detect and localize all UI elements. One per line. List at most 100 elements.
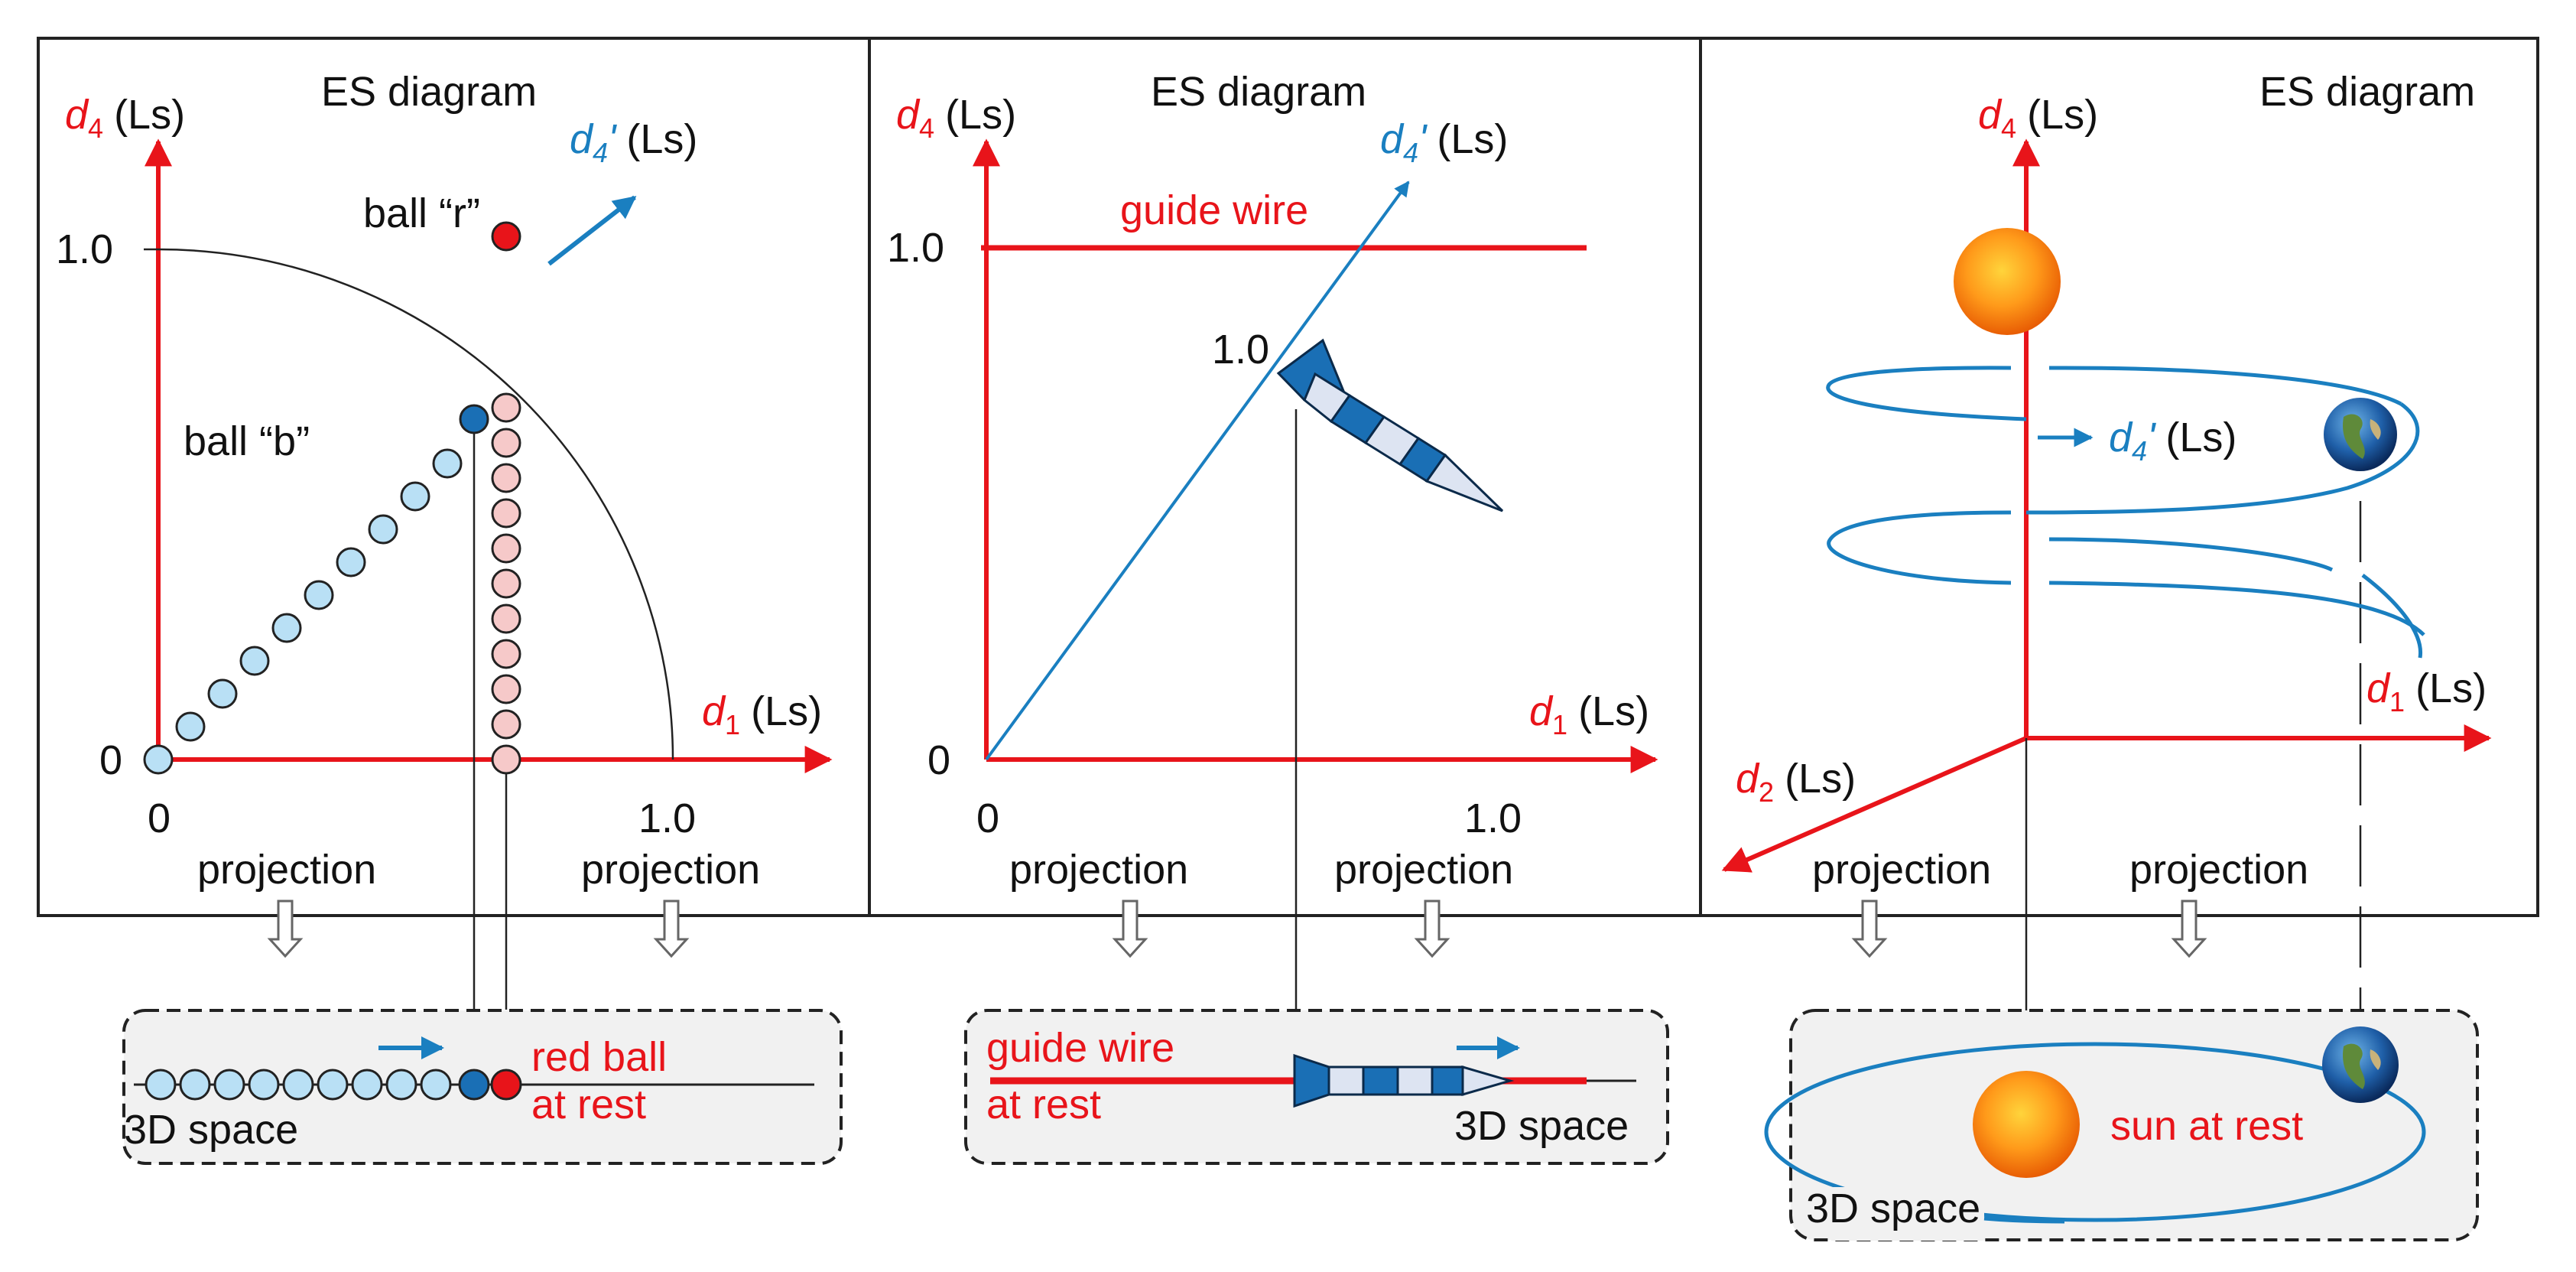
box2-caption-line2: at rest: [986, 1082, 1101, 1127]
ball-r-dot: [491, 533, 521, 564]
projection-down-arrow: [653, 900, 690, 958]
box2-rocket: [1293, 1053, 1515, 1108]
p3-title: ES diagram: [2259, 69, 2475, 115]
p1-projection-right: projection: [581, 847, 760, 893]
ball-b-dot: [239, 646, 270, 676]
ball-b-dot: [400, 481, 430, 512]
box3-3d-space-label: 3D space: [1806, 1186, 1980, 1231]
p3-earth-helix-back-3: [2048, 537, 2334, 572]
p3-earth-helix-front-3: [2048, 581, 2425, 636]
box1-ball-b-trail: [317, 1069, 349, 1101]
p2-rocket-es: [1276, 338, 1504, 512]
ball-b-dot: [304, 580, 334, 610]
ball-r-dot-current: [491, 221, 521, 252]
p3-earth-es: [2324, 398, 2397, 471]
p2-tick-zero-x: 0: [976, 795, 999, 841]
p3-depth-axis: [1721, 736, 2028, 873]
p2-rocket-label: 1.0: [1212, 327, 1269, 372]
p3-depth-axis-label: d2(Ls): [1736, 756, 1856, 808]
p3-projection-right: projection: [2129, 847, 2308, 893]
p2-title: ES diagram: [1151, 69, 1366, 115]
projection-down-arrow: [1112, 900, 1148, 958]
box1-ball-r: [490, 1069, 522, 1101]
space-box-1: 3D space red ball at rest: [122, 1009, 843, 1165]
box3-earth: [2322, 1026, 2399, 1103]
box3-orbit-tail: [1983, 1216, 2065, 1224]
p3-sun-es: [1954, 228, 2061, 335]
ball-r-dot: [491, 463, 521, 493]
ball-b-dot: [143, 744, 174, 775]
p1-tick-one-y: 1.0: [56, 226, 113, 272]
ball-r-dot: [491, 639, 521, 669]
box2-caption-line1: guide wire: [986, 1025, 1174, 1071]
p1-vertical-axis-label: d4(Ls): [65, 92, 185, 144]
p3-earth-helix-front-2: [2025, 402, 2420, 515]
box1-caption-line2: at rest: [531, 1082, 646, 1127]
p3-earth-helix-back-1: [1826, 366, 2027, 421]
box1-ball-b-trail: [385, 1069, 417, 1101]
p1-title: ES diagram: [321, 69, 537, 115]
p3-moving-axis-label: d4'(Ls): [2109, 415, 2237, 467]
p2-tick-zero-y: 0: [927, 737, 950, 783]
panel-3: d4(Ls) ES diagram d4'(Ls) d1(Ls) d2(Ls) …: [1721, 69, 2492, 1025]
p2-projection-right: projection: [1334, 847, 1513, 893]
box1-ball-b-trail: [213, 1069, 245, 1101]
space-box-3: sun at rest 3D space: [1764, 1009, 2479, 1241]
p3-earth-helix-front-1: [2048, 366, 2402, 406]
ball-r-dot: [491, 674, 521, 704]
ball-b-dot: [271, 613, 302, 643]
p2-projection-left: projection: [1009, 847, 1188, 893]
space-box-2: guide wire at rest 3D space: [964, 1009, 1669, 1165]
box1-ball-b: [458, 1069, 490, 1101]
box1-ball-b-trail: [282, 1069, 314, 1101]
box3-orbit: [1764, 1042, 2426, 1222]
ball-b-dot: [175, 711, 206, 742]
box3-orbit-gap: [1831, 1187, 1984, 1241]
box1-ball-b-trail: [145, 1069, 177, 1101]
p1-projection-left: projection: [197, 847, 376, 893]
p2-vertical-axis-label: d4(Ls): [896, 92, 1016, 144]
panel-2-frame: [868, 37, 1702, 917]
p1-tick-one-x: 1.0: [638, 795, 696, 841]
panel-1: d4(Ls) ES diagram d4'(Ls) ball “r” ball …: [56, 69, 833, 1010]
box1-balls: [145, 1069, 522, 1101]
p3-horizontal-axis-label: d1(Ls): [2366, 665, 2487, 717]
ball-b-dot-current: [459, 404, 489, 434]
p2-guide-wire-label: guide wire: [1120, 187, 1308, 233]
box1-ball-b-trail: [420, 1069, 452, 1101]
ball-r-dot: [491, 603, 521, 634]
p3-projection-left: projection: [1812, 847, 1991, 893]
p3-vertical-axis-label: d4(Ls): [1978, 92, 2098, 144]
p2-moving-axis-label: d4'(Ls): [1380, 116, 1508, 168]
box3-sun: [1973, 1071, 2080, 1178]
ball-b-dot: [432, 448, 463, 479]
box1-caption-line1: red ball: [531, 1034, 667, 1080]
p1-tick-zero-y: 0: [99, 737, 122, 783]
p2-horizontal-axis-label: d1(Ls): [1529, 688, 1649, 740]
ball-b-dot: [207, 678, 238, 709]
ball-b-dot: [368, 514, 398, 545]
projection-down-arrow: [1414, 900, 1450, 958]
ball-r-dot: [491, 498, 521, 529]
projection-down-arrow: [1851, 900, 1888, 958]
projection-down-arrow: [2171, 900, 2207, 958]
box1-ball-b-trail: [351, 1069, 383, 1101]
box2-3d-space-label: 3D space: [1454, 1103, 1629, 1149]
panel-3-frame: [1699, 37, 2539, 917]
ball-r-dot: [491, 568, 521, 599]
ball-b-dot: [336, 547, 366, 577]
p1-tick-zero-x: 0: [148, 795, 171, 841]
box3-caption: sun at rest: [2110, 1103, 2303, 1149]
panel-2: d4(Ls) ES diagram d4'(Ls) guide wire 1.0…: [887, 69, 1658, 1025]
p1-moving-axis-arrow: [547, 195, 637, 266]
ball-r-dot: [491, 428, 521, 458]
p1-unit-circle: [158, 248, 674, 760]
box1-3d-space-label: 3D space: [124, 1107, 298, 1153]
ball-r-dot: [491, 744, 521, 775]
p2-tick-one-y: 1.0: [887, 225, 944, 271]
p1-horizontal-axis-label: d1(Ls): [702, 688, 822, 740]
p1-ball-b-worldline: [143, 404, 489, 775]
p2-moving-axis: [985, 181, 1410, 761]
box1-ball-b-trail: [248, 1069, 280, 1101]
